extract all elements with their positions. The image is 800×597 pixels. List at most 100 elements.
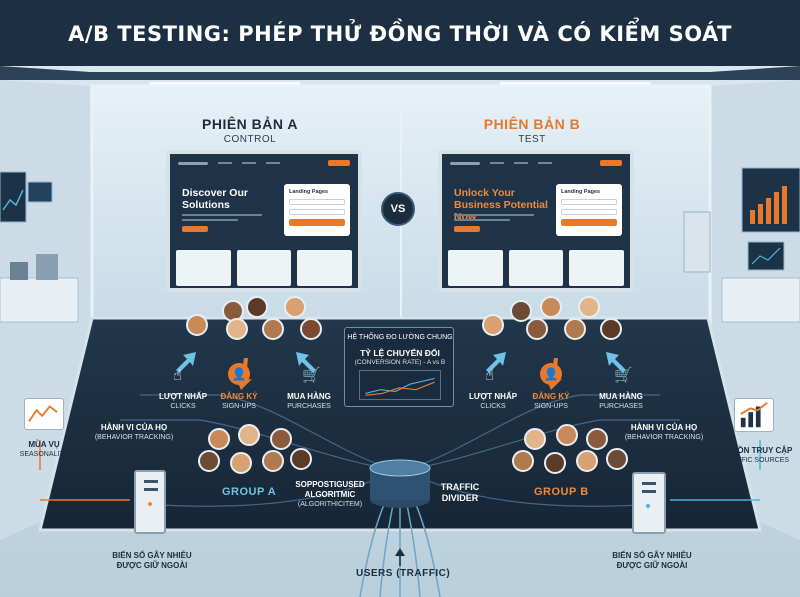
- form-input: [289, 199, 345, 205]
- user-avatar: [544, 452, 566, 474]
- algorithm-label: SOPPOSTIGUSED ALGORITMIC (ALGORITHICITEM): [290, 480, 370, 510]
- user-avatar: [524, 428, 546, 450]
- cart-icon: 🛒: [614, 367, 633, 384]
- noise-variables-left: BIẾN SỐ GÂY NHIỄU ĐƯỢC GIỮ NGOÀI: [112, 551, 192, 570]
- user-avatar: [270, 428, 292, 450]
- user-avatar: [526, 318, 548, 340]
- landing-b-body: [454, 214, 534, 224]
- user-avatar: [230, 452, 252, 474]
- measurement-system: HỆ THỐNG ĐO LƯỜNG CHUNG: [347, 334, 453, 341]
- algorithm-sublabel: (ALGORITHICITEM): [297, 501, 363, 508]
- clicks-label-b: LƯỢT NHẤP CLICKS: [466, 392, 520, 412]
- behavior-sublabel: (BEHAVIOR TRACKING): [94, 434, 174, 441]
- logo-placeholder: [178, 161, 208, 165]
- landing-a-headline: Discover Our Solutions: [182, 187, 248, 211]
- landing-b-cards: [448, 250, 625, 286]
- action-sublabel: PURCHASES: [287, 403, 331, 410]
- user-avatar: [600, 318, 622, 340]
- user-avatar: [284, 296, 306, 318]
- action-sublabel: SIGN-UPS: [534, 403, 568, 410]
- form-button: [289, 219, 345, 226]
- user-avatar: [540, 296, 562, 318]
- noise-variables-right: BIẾN SỐ GÂY NHIỄU ĐƯỢC GIỮ NGOÀI: [612, 551, 692, 570]
- conversion-rate-sublabel: (CONVERSION RATE) - A vs B: [354, 359, 446, 366]
- factor-label: MÙA VỤ: [28, 440, 60, 449]
- landing-a-cta: [182, 226, 208, 232]
- user-check-icon: 👤: [228, 363, 250, 385]
- user-avatar: [556, 424, 578, 446]
- seasonality-chart-icon: [24, 398, 64, 430]
- factor-sublabel: SEASONALITY: [19, 451, 69, 458]
- user-avatar: [586, 428, 608, 450]
- vs-badge: VS: [381, 192, 415, 226]
- version-b-title: PHIÊN BẢN B: [483, 116, 581, 132]
- form-input: [561, 199, 617, 205]
- action-sublabel: CLICKS: [170, 403, 196, 410]
- user-avatar: [606, 448, 628, 470]
- landing-a-body: [182, 214, 262, 224]
- cursor-click-icon: ☝: [173, 367, 183, 384]
- user-avatar: [262, 318, 284, 340]
- landing-b-form: Landing Pages: [556, 184, 622, 236]
- user-avatar: [578, 296, 600, 318]
- landing-page-b: Unlock Your Business Potential Now Landi…: [438, 150, 634, 292]
- form-input: [289, 209, 345, 215]
- group-b-label: GROUP B: [534, 486, 589, 498]
- user-avatar: [290, 448, 312, 470]
- server-led: [646, 504, 650, 508]
- behavior-label: HÀNH VI CỦA HỌ: [630, 423, 698, 432]
- user-avatar: [238, 424, 260, 446]
- landing-a-cards: [176, 250, 353, 286]
- user-avatar: [300, 318, 322, 340]
- action-sublabel: CLICKS: [480, 403, 506, 410]
- users-traffic-label: USERS (TRAFFIC): [356, 568, 451, 579]
- server-led: [148, 502, 152, 506]
- measurement-panel: HỆ THỐNG ĐO LƯỜNG CHUNG TỶ LỆ CHUYỂN ĐỔI…: [344, 327, 454, 407]
- action-label: ĐĂNG KÝ: [220, 392, 258, 401]
- server-slot: [144, 480, 158, 483]
- form-label: Landing Pages: [561, 189, 601, 195]
- landing-page-b-nav: [442, 154, 630, 172]
- version-b-subtitle: TEST: [518, 134, 546, 145]
- server-left-icon: [134, 470, 166, 534]
- action-sublabel: PURCHASES: [599, 403, 643, 410]
- behavior-sublabel: (BEHAVIOR TRACKING): [624, 434, 704, 441]
- action-label: LƯỢT NHẤP: [468, 392, 518, 401]
- server-slot: [642, 490, 656, 493]
- signups-label-b: ĐĂNG KÝ SIGN-UPS: [526, 392, 576, 412]
- user-avatar: [510, 300, 532, 322]
- nav-link: [514, 162, 528, 164]
- purchases-label-a: MUA HÀNG PURCHASES: [282, 392, 336, 412]
- nav-link: [538, 162, 552, 164]
- user-avatar: [564, 318, 586, 340]
- nav-link: [490, 162, 504, 164]
- behavior-tracking-b: HÀNH VI CỦA HỌ (BEHAVIOR TRACKING): [622, 423, 706, 443]
- nav-link: [266, 162, 280, 164]
- user-avatar: [186, 314, 208, 336]
- factor-sublabel: TRAFFIC SOURCES: [722, 457, 790, 464]
- user-avatar: [198, 450, 220, 472]
- group-a-label: GROUP A: [222, 486, 277, 498]
- user-avatar: [208, 428, 230, 450]
- user-avatar: [226, 318, 248, 340]
- nav-cta: [600, 160, 622, 166]
- action-label: MUA HÀNG: [287, 392, 331, 401]
- cursor-click-icon: ☝: [485, 367, 495, 384]
- cart-icon: 🛒: [302, 367, 321, 384]
- conversion-rate-label: TỶ LỆ CHUYỂN ĐỔI: [360, 348, 440, 358]
- bar-chart-icon: [740, 402, 768, 428]
- traffic-divider-label: TRAFFIC DIVIDER: [440, 482, 480, 503]
- page-title: A/B TESTING: PHÉP THỬ ĐỒNG THỜI VÀ CÓ KI…: [68, 22, 732, 46]
- server-slot: [642, 482, 656, 485]
- algorithm-title: SOPPOSTIGUSED ALGORITMIC: [295, 480, 365, 499]
- action-label: MUA HÀNG: [599, 392, 643, 401]
- form-button: [561, 219, 617, 226]
- nav-link: [242, 162, 256, 164]
- server-slot: [144, 488, 158, 491]
- purchases-label-b: MUA HÀNG PURCHASES: [594, 392, 648, 412]
- behavior-label: HÀNH VI CỦA HỌ: [100, 423, 168, 432]
- action-label: ĐĂNG KÝ: [532, 392, 570, 401]
